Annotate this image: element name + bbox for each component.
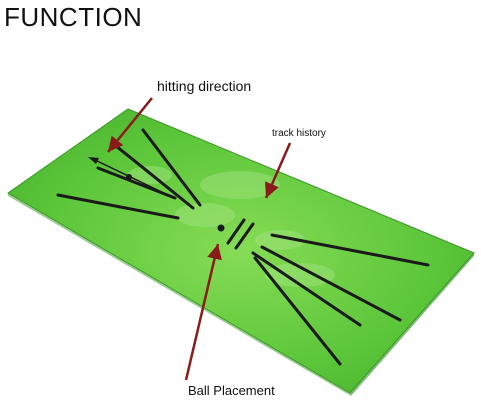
guide-lines [56, 128, 430, 366]
ball-position-dot [217, 224, 225, 232]
guide-line-right-4 [253, 256, 342, 366]
guide-line-upper-left-2 [114, 144, 195, 210]
ball-placement-label: Ball Placement [188, 383, 275, 398]
guide-line-center-1 [226, 218, 246, 245]
track-history-label: track history [272, 128, 326, 139]
hitting-direction-label: hitting direction [157, 78, 252, 94]
guide-line-right-2 [260, 245, 402, 322]
page-title: FUNCTION [4, 2, 143, 32]
guide-line-right-1 [270, 233, 430, 267]
guide-line-upper-left-3 [141, 128, 202, 207]
track-history-pointer-arrow [264, 142, 292, 199]
guide-line-center-2 [234, 222, 255, 250]
hitting-direction-mat-arrow [94, 159, 171, 197]
ball-placement-pointer-arrow [184, 243, 222, 381]
guide-line-right-3 [251, 251, 362, 327]
hitting-direction-pointer-arrow [107, 97, 153, 153]
hitting-mat [7, 108, 475, 394]
guide-line-left [56, 193, 180, 220]
direction-marker-dot [126, 174, 132, 180]
